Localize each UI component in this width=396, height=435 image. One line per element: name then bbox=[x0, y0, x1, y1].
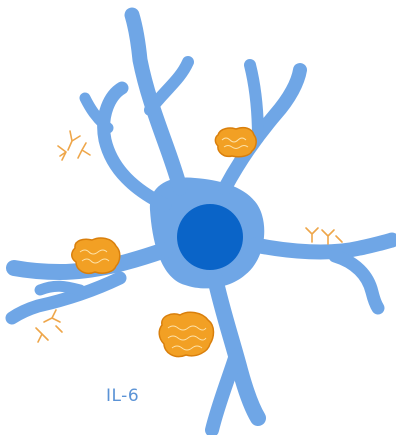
il6-label: IL-6 bbox=[106, 386, 139, 406]
protein-blob-top bbox=[215, 128, 256, 157]
process-right bbox=[255, 240, 392, 252]
process-bottom-left bbox=[212, 355, 236, 430]
antibody-cluster-right bbox=[306, 228, 342, 244]
protein-blob-left bbox=[72, 238, 120, 273]
antibody-cluster-upper-left bbox=[58, 131, 90, 160]
process-top-left-fork bbox=[150, 62, 188, 110]
process-right-fork bbox=[335, 256, 378, 308]
cell-nucleus-icon bbox=[177, 204, 243, 270]
process-left-lower-fork bbox=[40, 286, 80, 290]
antibody-cluster-lower-left bbox=[36, 310, 62, 342]
process-top-right-fork bbox=[250, 65, 258, 138]
